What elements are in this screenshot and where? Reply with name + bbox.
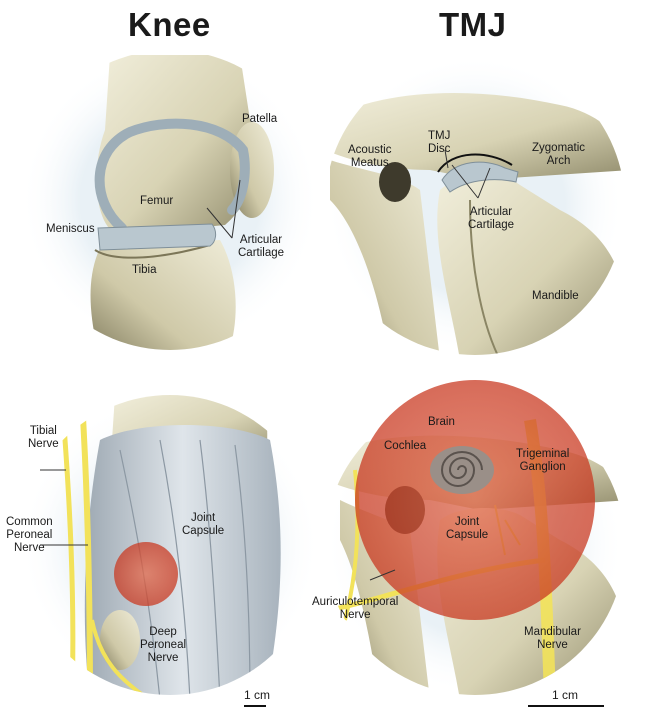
label-acoustic-meatus: Acoustic Meatus [348, 144, 392, 169]
cochlea-shape [430, 446, 494, 494]
meniscus-shape [97, 223, 217, 251]
scale-bar-tmj [528, 705, 604, 707]
label-patella: Patella [242, 113, 278, 125]
tmj-joint-circle [325, 55, 625, 355]
label-tibial-nerve: Tibial Nerve [28, 425, 59, 450]
scale-bar-knee [244, 705, 266, 707]
tmj-highlight-circle [355, 380, 595, 620]
label-brain: Brain [428, 416, 455, 428]
label-joint-capsule-knee: Joint Capsule [182, 512, 225, 537]
tmj-heading: TMJ [439, 6, 507, 43]
label-articular-cartilage: Articular Cartilage [238, 234, 285, 259]
label-joint-capsule-tmj: Joint Capsule [446, 516, 489, 541]
knee-articular-cartilage-arc [94, 118, 250, 233]
knee-highlight-circle [114, 542, 178, 606]
knee-capsule-circle [20, 395, 320, 695]
tmj-disc-shape [441, 161, 519, 193]
label-articular-cartilage-tmj: Articular Cartilage [468, 206, 515, 231]
knee-heading: Knee [128, 6, 211, 43]
scale-label-knee: 1 cm [244, 688, 271, 702]
knee-joint-circle [20, 50, 320, 350]
label-common-peroneal-nerve: Common Peroneal Nerve [6, 516, 53, 554]
label-femur: Femur [140, 195, 174, 207]
label-meniscus: Meniscus [46, 223, 95, 235]
scale-label-tmj: 1 cm [552, 688, 579, 702]
label-deep-peroneal-nerve: Deep Peroneal Nerve [140, 626, 187, 664]
label-zygomatic-arch: Zygomatic Arch [532, 142, 586, 167]
label-trigeminal-ganglion: Trigeminal Ganglion [516, 448, 570, 473]
label-cochlea: Cochlea [384, 440, 427, 452]
label-mandible: Mandible [532, 290, 579, 302]
tmj-capsule-circle [325, 380, 625, 695]
label-mandibular-nerve: Mandibular Nerve [524, 626, 581, 651]
label-tmj-disc: TMJ Disc [428, 130, 451, 155]
label-tibia: Tibia [132, 264, 157, 276]
label-auriculotemporal-nerve: Auriculotemporal Nerve [312, 596, 399, 621]
